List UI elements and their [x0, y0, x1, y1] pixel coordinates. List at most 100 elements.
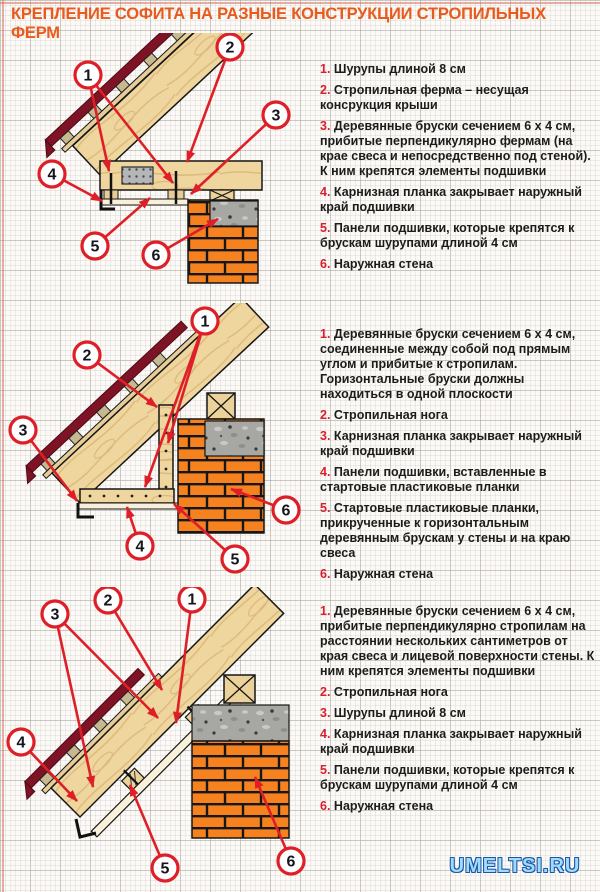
- legend-item: 5. Стартовые пластиковые планки, прикруч…: [320, 501, 598, 561]
- rafter-board: [71, 33, 281, 177]
- legend-item-text: Наружная стена: [330, 799, 434, 813]
- legend-item-number: 6.: [320, 257, 331, 271]
- screw-dots: [88, 494, 162, 498]
- svg-text:3: 3: [51, 607, 60, 624]
- legend-item-text: Карнизная планка закрывает наружный край…: [320, 727, 582, 756]
- legend-item-number: 4.: [320, 465, 331, 479]
- legend-item-number: 6.: [320, 799, 331, 813]
- legend-item-number: 2.: [320, 408, 331, 422]
- legend-item-text: Панели подшивки, которые крепятся к брус…: [320, 221, 575, 250]
- legend-item-number: 5.: [320, 763, 331, 777]
- legend-section-2: 1. Деревянные бруски сечением 6 х 4 см, …: [320, 327, 598, 588]
- legend-item: 6. Наружная стена: [320, 799, 598, 814]
- svg-text:4: 4: [17, 735, 26, 752]
- callout-5: 5: [220, 544, 250, 574]
- legend-item: 4. Карнизная планка закрывает наружный к…: [320, 185, 598, 215]
- cornice-trim: [76, 503, 94, 519]
- legend-item-number: 5.: [320, 501, 331, 515]
- outer-wall: [191, 674, 290, 839]
- legend-item-text: Стартовые пластиковые планки, прикрученн…: [320, 501, 571, 560]
- roofing-sheet: [24, 667, 146, 789]
- svg-text:2: 2: [83, 348, 92, 365]
- legend-item-text: Панели подшивки, вставленные в стартовые…: [320, 465, 547, 494]
- svg-text:4: 4: [48, 167, 57, 184]
- cornice-trim: [74, 818, 97, 839]
- svg-text:1: 1: [201, 314, 210, 331]
- legend-section-1: 1. Шурупы длиной 8 см 2. Стропильная ферм…: [320, 62, 598, 278]
- svg-text:5: 5: [161, 861, 170, 878]
- callout-1: 1: [73, 60, 103, 90]
- legend-item-number: 1.: [320, 327, 331, 341]
- callout-1: 1: [190, 306, 220, 336]
- svg-text:1: 1: [188, 592, 197, 609]
- legend-item-number: 3.: [320, 119, 331, 133]
- legend-item-number: 2.: [320, 83, 331, 97]
- legend-item-text: Карнизная планка закрывает наружный край…: [320, 429, 582, 458]
- callout-2: 2: [72, 340, 102, 370]
- callout-3: 3: [261, 100, 291, 130]
- svg-text:2: 2: [104, 593, 113, 610]
- svg-text:5: 5: [231, 552, 240, 569]
- legend-section-3: 1. Деревянные бруски сечением 6 х 4 см, …: [320, 604, 598, 820]
- legend-item-number: 6.: [320, 567, 331, 581]
- callout-circles: 3 2 1 4 5 6: [6, 587, 306, 883]
- legend-item: 1. Деревянные бруски сечением 6 х 4 см, …: [320, 604, 598, 679]
- svg-text:6: 6: [282, 503, 291, 520]
- callout-4: 4: [6, 727, 36, 757]
- legend-item-text: Стропильная нога: [330, 408, 448, 422]
- concrete-lintel: [191, 704, 290, 742]
- legend-item: 5. Панели подшивки, которые крепятся к б…: [320, 221, 598, 251]
- legend-item-number: 1.: [320, 604, 331, 618]
- callout-5: 5: [150, 853, 180, 883]
- roofing-sheet: [25, 320, 189, 474]
- diagram-truss-eave-1: 1 2 3 4 5 6: [37, 33, 291, 284]
- roofing-sheet: [44, 33, 219, 148]
- legend-item: 4. Панели подшивки, вставленные в старто…: [320, 465, 598, 495]
- callout-arrows: [20, 598, 293, 869]
- legend-item-text: Деревянные бруски сечением 6 х 4 см, сое…: [320, 327, 576, 401]
- legend-item-number: 2.: [320, 685, 331, 699]
- legend-item-text: Стропильная ферма – несущая консрукция к…: [320, 83, 529, 112]
- roof-slope-assembly: [25, 303, 270, 505]
- legend-item-text: Деревянные бруски сечением 6 х 4 см, при…: [320, 604, 595, 678]
- roof-battens: [38, 690, 136, 787]
- umeltsi-logo: UMELTSI.RU: [449, 855, 581, 877]
- callout-4: 4: [125, 531, 155, 561]
- outer-wall: [187, 189, 259, 284]
- legend-item: 1. Деревянные бруски сечением 6 х 4 см, …: [320, 327, 598, 402]
- legend-item: 6. Наружная стена: [320, 257, 598, 272]
- legend-item-text: Шурупы длиной 8 см: [330, 706, 466, 720]
- svg-text:6: 6: [287, 854, 296, 871]
- truss-nail-plate: [121, 166, 154, 185]
- page-title: КРЕПЛЕНИЕ СОФИТА НА РАЗНЫЕ КОНСТРУКЦИИ С…: [11, 5, 546, 42]
- legend-item-number: 3.: [320, 429, 331, 443]
- svg-text:1: 1: [84, 68, 93, 85]
- legend-item: 2. Стропильная нога: [320, 685, 598, 700]
- screws: [109, 171, 178, 204]
- svg-text:3: 3: [19, 423, 28, 440]
- paper-left-rule: [2, 0, 4, 892]
- legend-item-number: 1.: [320, 62, 331, 76]
- callout-circles: 1 2 3 4 5 6: [8, 306, 301, 574]
- callout-6: 6: [271, 495, 301, 525]
- legend-item: 3. Карнизная планка закрывает наружный к…: [320, 429, 598, 459]
- callout-2: 2: [93, 587, 123, 615]
- legend-item-text: Карнизная планка закрывает наружный край…: [320, 185, 582, 214]
- legend-item-text: Стропильная нога: [330, 685, 448, 699]
- legend-item-number: 4.: [320, 727, 331, 741]
- callout-1: 1: [177, 587, 207, 614]
- paper-top-rule: [0, 2, 600, 4]
- concrete-lintel: [209, 200, 259, 227]
- legend-item-text: Наружная стена: [330, 257, 434, 271]
- diagram-rafter-eave-3: 3 2 1 4 5 6: [6, 587, 306, 883]
- legend-item: 5. Панели подшивки, которые крепятся к б…: [320, 763, 598, 793]
- diagram-rafter-eave-2: 1 2 3 4 5 6: [8, 303, 301, 574]
- legend-item-number: 3.: [320, 706, 331, 720]
- legend-item: 3. Шурупы длиной 8 см: [320, 706, 598, 721]
- callout-2: 2: [215, 33, 245, 62]
- legend-item-text: Шурупы длиной 8 см: [330, 62, 466, 76]
- legend-item: 6. Наружная стена: [320, 567, 598, 582]
- callout-circles: 1 2 3 4 5 6: [37, 33, 291, 270]
- svg-text:4: 4: [136, 539, 145, 556]
- legend-item: 2. Стропильная нога: [320, 408, 598, 423]
